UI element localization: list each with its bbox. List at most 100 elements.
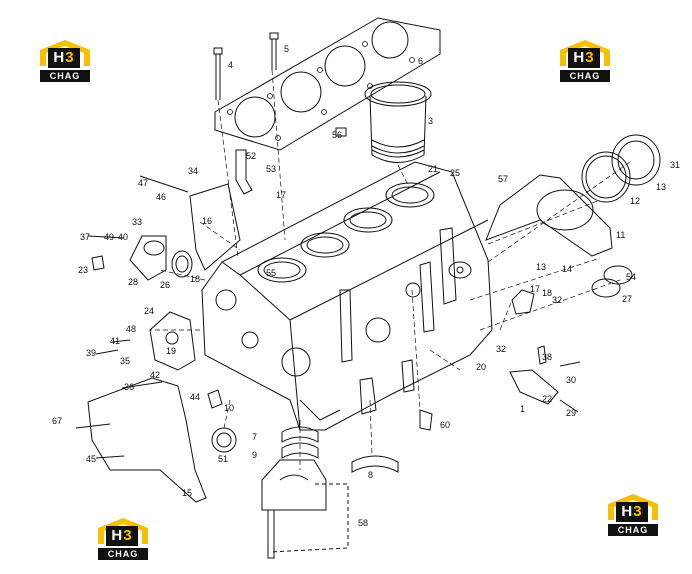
house-roof-icon — [608, 494, 658, 520]
callout: 11 — [616, 230, 625, 240]
callout: 7 — [252, 432, 257, 442]
callout: 55 — [266, 268, 276, 278]
callout: 67 — [52, 416, 62, 426]
head-bolt — [269, 32, 279, 70]
callout: 57 — [498, 174, 508, 184]
callout: 44 — [190, 392, 200, 402]
thermostat-housing — [129, 235, 167, 281]
logo-mark: H3 — [568, 48, 600, 68]
callout: 16 — [202, 216, 212, 226]
callout: 25 — [450, 168, 460, 178]
callout: 46 — [156, 192, 166, 202]
callout: 30 — [566, 375, 576, 385]
callout: 32 — [552, 295, 562, 305]
side-cover — [189, 183, 241, 271]
callout: 13 — [536, 262, 546, 272]
logo-wordmark: CHAG — [608, 524, 658, 536]
gasket — [171, 250, 193, 278]
engine-block — [201, 161, 493, 431]
pump-cover — [149, 311, 196, 371]
callout: 52 — [246, 151, 256, 161]
callout: 40 — [118, 232, 128, 242]
callout: 48 — [126, 324, 136, 334]
callout: 1 — [520, 404, 525, 414]
callout: 34 — [188, 166, 198, 176]
callout: 23 — [78, 265, 88, 275]
logo-mark: H3 — [48, 48, 80, 68]
brand-logo: H3 CHAG — [36, 38, 94, 86]
callout-labels: 1 3 4 5 6 7 8 9 10 11 12 13 13 14 15 16 … — [52, 44, 680, 528]
oil-seal — [581, 151, 631, 203]
callout: 39 — [86, 348, 96, 358]
leader-dashed — [269, 483, 349, 553]
leader-lines — [150, 69, 631, 470]
brand-logo: H3 CHAG — [94, 516, 152, 564]
house-roof-icon — [98, 518, 148, 544]
callout: 53 — [266, 164, 276, 174]
callout: 33 — [132, 217, 142, 227]
house-roof-icon — [40, 40, 90, 66]
callout: 5 — [284, 44, 289, 54]
callout: 12 — [630, 196, 640, 206]
brand-logo: H3 CHAG — [604, 492, 662, 540]
callout: 58 — [358, 518, 368, 528]
callout: 9 — [252, 450, 257, 460]
thrust-washer — [211, 427, 237, 453]
logo-mark: H3 — [106, 526, 138, 546]
brand-logo: H3 CHAG — [556, 38, 614, 86]
callout: 31 — [670, 160, 680, 170]
callout: 17 — [276, 190, 286, 200]
callout: 27 — [622, 294, 632, 304]
callout: 37 — [80, 232, 90, 242]
callout: 41 — [110, 336, 120, 346]
logo-wordmark: CHAG — [98, 548, 148, 560]
callout: 18 — [190, 274, 200, 284]
o-ring — [591, 265, 633, 298]
callout: 6 — [418, 56, 423, 66]
bracket — [509, 369, 559, 405]
callout: 35 — [120, 356, 130, 366]
callout: 17 — [530, 284, 540, 294]
callout: 32 — [496, 344, 506, 354]
callout: 4 — [228, 60, 233, 70]
callout: 38 — [542, 352, 552, 362]
callout: 49 — [104, 232, 114, 242]
bearing-shell — [351, 455, 399, 473]
callout: 51 — [218, 454, 228, 464]
head-bolt — [213, 47, 223, 100]
callout: 21 — [428, 164, 438, 174]
callout: 45 — [86, 454, 96, 464]
callout: 26 — [160, 280, 170, 290]
rear-plate — [485, 174, 613, 257]
front-cover — [87, 377, 207, 503]
callout: 8 — [368, 470, 373, 480]
bearing-cap — [261, 459, 327, 559]
callout: 19 — [166, 346, 176, 356]
head-gasket — [214, 17, 441, 151]
oil-seal — [611, 134, 661, 186]
callout: 47 — [138, 178, 148, 188]
logo-wordmark: CHAG — [40, 70, 90, 82]
callout: 29 — [566, 408, 576, 418]
callout: 14 — [562, 264, 572, 274]
callout: 24 — [144, 306, 154, 316]
callout: 13 — [656, 182, 666, 192]
callout: 56 — [332, 130, 342, 140]
logo-mark: H3 — [616, 502, 648, 522]
callout: 36 — [124, 382, 134, 392]
logo-wordmark: CHAG — [560, 70, 610, 82]
callout: 42 — [150, 370, 160, 380]
callout: 28 — [128, 277, 138, 287]
bearing-shell — [281, 426, 319, 459]
house-roof-icon — [560, 40, 610, 66]
cylinder-liner — [364, 81, 432, 163]
callout: 10 — [224, 403, 234, 413]
callout: 15 — [182, 488, 192, 498]
fitting — [75, 127, 581, 459]
callout: 54 — [626, 272, 636, 282]
callout: 3 — [428, 116, 433, 126]
callout: 22 — [542, 394, 552, 404]
callout: 20 — [476, 362, 486, 372]
